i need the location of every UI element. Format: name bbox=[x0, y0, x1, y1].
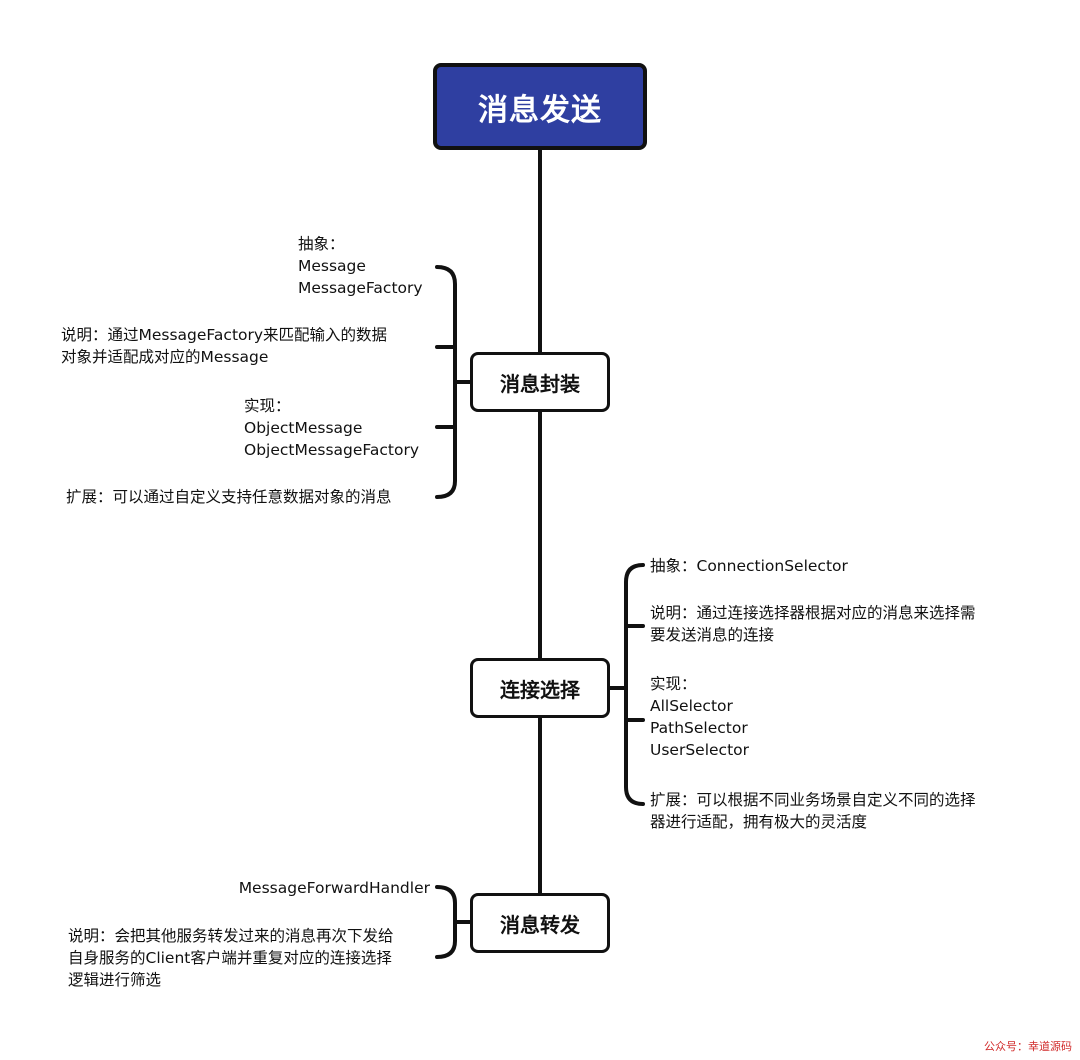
connection-selection-extension-text: 扩展：可以根据不同业务场景自定义不同的选择 器进行适配，拥有极大的灵活度 bbox=[650, 791, 976, 831]
connection-selection-implementation-text: 实现： AllSelector PathSelector UserSelecto… bbox=[650, 675, 750, 759]
connection-selection-right-bracket bbox=[624, 563, 645, 806]
connection-selection-node: 连接选择 bbox=[470, 658, 610, 718]
watermark-text: 公众号：幸道源码 bbox=[984, 1040, 1072, 1053]
connection-selection-description-text: 说明：通过连接选择器根据对应的消息来选择需 要发送消息的连接 bbox=[650, 604, 976, 644]
connection-selection-abstract-text: 抽象：ConnectionSelector bbox=[650, 557, 848, 575]
encapsulation-extension-text: 扩展：可以通过自定义支持任意数据对象的消息 bbox=[66, 488, 392, 506]
encapsulation-implementation-text: 实现： ObjectMessage ObjectMessageFactory bbox=[244, 397, 420, 459]
forwarding-label: 消息转发 bbox=[500, 912, 580, 937]
forwarding-left-bracket bbox=[435, 885, 457, 959]
encapsulation-description-text: 说明：通过MessageFactory来匹配输入的数据 对象并适配成对应的Mes… bbox=[61, 326, 388, 366]
forwarding-node: 消息转发 bbox=[470, 893, 610, 953]
forwarding-handler-text: MessageForwardHandler bbox=[238, 879, 430, 897]
encapsulation-label: 消息封装 bbox=[500, 371, 580, 396]
encapsulation-left-bracket bbox=[435, 265, 457, 499]
root-title: 消息发送 bbox=[478, 92, 602, 128]
connection-selection-label: 连接选择 bbox=[500, 677, 580, 702]
encapsulation-node: 消息封装 bbox=[470, 352, 610, 412]
forwarding-description-text: 说明：会把其他服务转发过来的消息再次下发给 自身服务的Client客户端并重复对… bbox=[68, 927, 394, 989]
root-node: 消息发送 bbox=[433, 63, 647, 150]
encapsulation-abstract-text: 抽象： Message MessageFactory bbox=[298, 235, 423, 297]
